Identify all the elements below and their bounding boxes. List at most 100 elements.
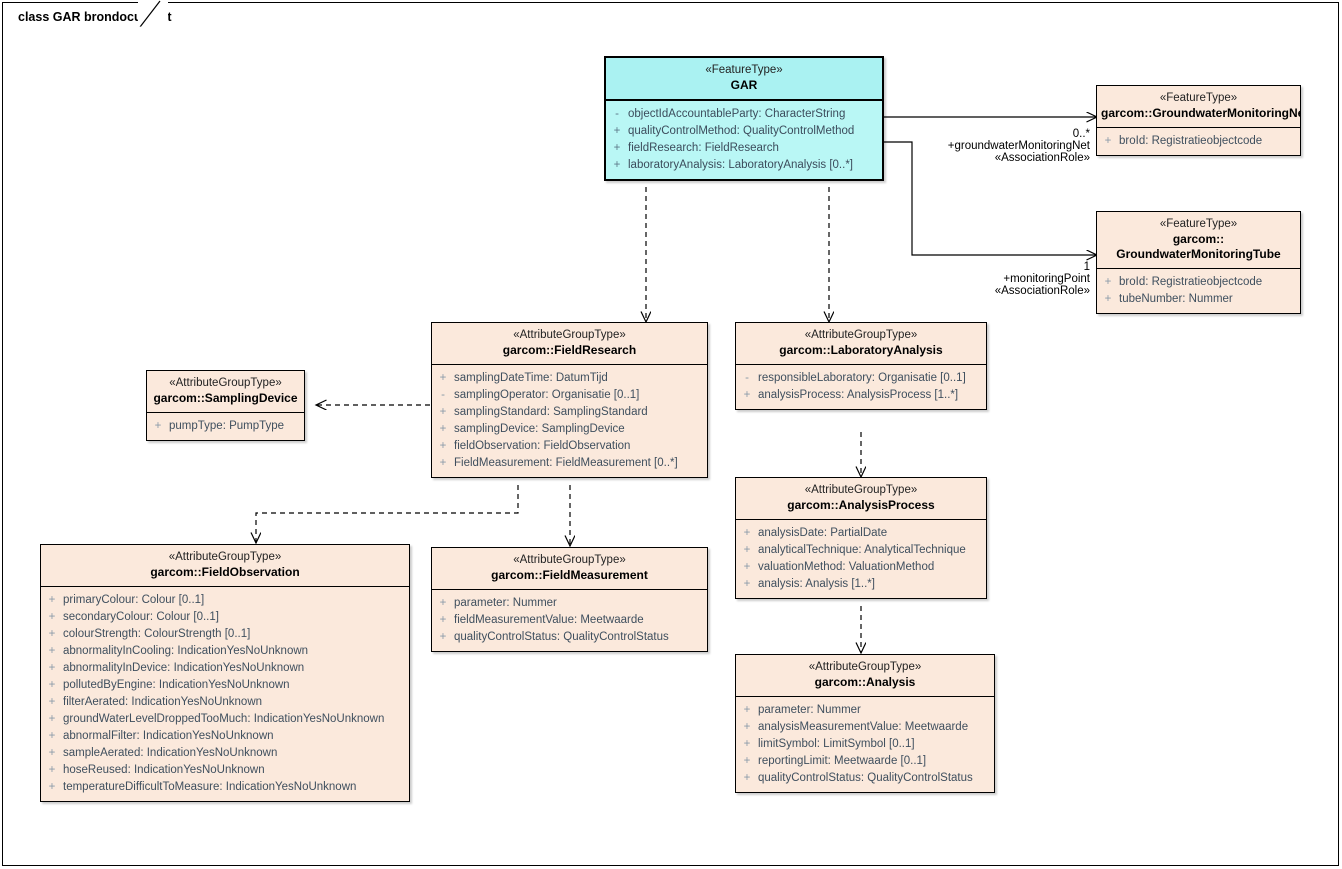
attribute-label: tubeNumber: Nummer [1119, 293, 1233, 306]
attribute-row: +samplingDevice: SamplingDevice [432, 421, 707, 438]
class-node-analysisprocess[interactable]: «AttributeGroupType» garcom::AnalysisPro… [735, 477, 987, 600]
attribute-row: +analysisDate: PartialDate [736, 525, 986, 542]
attribute-row: -objectIdAccountableParty: CharacterStri… [606, 106, 882, 123]
attribute-label: samplingOperator: Organisatie [0..1] [454, 389, 640, 402]
attribute-row: + analyticalTechnique: AnalyticalTechniqu… [736, 542, 986, 559]
node-header: «FeatureType» GAR [606, 58, 882, 102]
attribute-visibility: + [439, 457, 447, 470]
edge-multiplicity: 1 [1083, 261, 1090, 273]
attribute-visibility: + [48, 679, 56, 692]
attribute-row: +abnormalFilter: IndicationYesNoUnknown [41, 728, 409, 745]
attribute-label: responsibleLaboratory: Organisatie [0..1… [758, 372, 966, 385]
edge-label-groundwatermonitoringnet: 0..* +groundwaterMonitoringNet «Associat… [858, 128, 1090, 164]
attribute-visibility: + [613, 159, 621, 172]
node-title: garcom::FieldObservation [150, 564, 300, 579]
attribute-label: fieldObservation: FieldObservation [454, 440, 631, 453]
edge-stereotype: «AssociationRole» [994, 152, 1090, 164]
edge-role: +monitoringPoint [1003, 273, 1090, 285]
node-title: garcom::FieldResearch [502, 342, 637, 357]
node-attribute-list: -responsibleLaboratory: Organisatie [0..… [736, 365, 986, 409]
node-header: «AttributeGroupType» garcom::FieldMeasur… [432, 548, 707, 591]
attribute-visibility: + [439, 372, 447, 385]
attribute-visibility: - [441, 389, 445, 402]
attribute-row: +parameter: Nummer [432, 595, 707, 612]
attribute-label: pollutedByEngine: IndicationYesNoUnknown [63, 679, 290, 692]
attribute-label: abnormalityInDevice: IndicationYesNoUnkn… [63, 662, 305, 675]
attribute-label: FieldMeasurement: FieldMeasurement [0..*… [454, 457, 678, 470]
attribute-row: +qualityControlStatus: QualityControlSta… [736, 770, 994, 787]
class-node-gar[interactable]: «FeatureType» GAR -objectIdAccountablePa… [604, 56, 884, 182]
attribute-visibility: + [48, 713, 56, 726]
class-node-fieldmeasurement[interactable]: «AttributeGroupType» garcom::FieldMeasur… [431, 547, 708, 653]
node-attribute-list: +parameter: Nummer+fieldMeasurementValue… [432, 590, 707, 651]
attribute-row: +groundWaterLevelDroppedTooMuch: Indicat… [41, 711, 409, 728]
attribute-label: sampleAerated: IndicationYesNoUnknown [63, 747, 278, 760]
attribute-visibility: - [615, 108, 619, 121]
node-title: GAR [730, 77, 758, 92]
attribute-label: objectIdAccountableParty: CharacterStrin… [628, 108, 846, 121]
node-stereotype: «AttributeGroupType» [804, 329, 918, 341]
attribute-label: filterAerated: IndicationYesNoUnknown [63, 696, 263, 709]
node-attribute-list: +pumpType: PumpType [147, 413, 304, 440]
node-header: «AttributeGroupType» garcom::Analysis [736, 655, 994, 698]
class-node-samplingdevice[interactable]: «AttributeGroupType» garcom::SamplingDev… [146, 370, 305, 442]
attribute-row: +qualityControlMethod: QualityControlMet… [606, 123, 882, 140]
attribute-label: abnormalityInCooling: IndicationYesNoUnk… [63, 645, 309, 658]
class-node-fieldresearch[interactable]: «AttributeGroupType» garcom::FieldResear… [431, 322, 708, 479]
node-attribute-list: +primaryColour: Colour [0..1] + secondaryC… [41, 587, 409, 801]
attribute-row: + abnormalityInCooling: IndicationYesNoUn… [41, 643, 409, 660]
attribute-row: +samplingStandard: SamplingStandard [432, 404, 707, 421]
attribute-row: +analysis: Analysis [1..*] [736, 576, 986, 593]
attribute-row: +sampleAerated: IndicationYesNoUnknown [41, 745, 409, 762]
attribute-visibility: + [439, 631, 447, 644]
edge-label-monitoringpoint: 1 +monitoringPoint «AssociationRole» [858, 261, 1090, 297]
attribute-label: analysisProcess: AnalysisProcess [1..*] [758, 389, 959, 402]
attribute-row: +qualityControlStatus: QualityControlSta… [432, 629, 707, 646]
attribute-row: +parameter: Nummer [736, 702, 994, 719]
node-title: garcom::LaboratoryAnalysis [779, 342, 943, 357]
attribute-visibility: + [48, 781, 56, 794]
node-header: «AttributeGroupType» garcom::AnalysisPro… [736, 478, 986, 521]
edge-role: +groundwaterMonitoringNet [947, 140, 1090, 152]
edge-stereotype: «AssociationRole» [994, 285, 1090, 297]
attribute-label: laboratoryAnalysis: LaboratoryAnalysis [… [628, 159, 853, 172]
attribute-visibility: + [743, 527, 751, 540]
attribute-label: valuationMethod: ValuationMethod [758, 561, 935, 574]
attribute-visibility: + [743, 772, 751, 785]
attribute-visibility: + [48, 696, 56, 709]
attribute-visibility: + [1104, 293, 1112, 306]
attribute-row: +primaryColour: Colour [0..1] [41, 592, 409, 609]
attribute-visibility: + [48, 645, 56, 658]
attribute-visibility: + [743, 578, 751, 591]
node-attribute-list: -objectIdAccountableParty: CharacterStri… [606, 101, 882, 180]
class-node-analysis[interactable]: «AttributeGroupType» garcom::Analysis +p… [735, 654, 995, 794]
attribute-row: +valuationMethod: ValuationMethod [736, 559, 986, 576]
class-node-laboratoryanalysis[interactable]: «AttributeGroupType» garcom::LaboratoryA… [735, 322, 987, 411]
attribute-label: abnormalFilter: IndicationYesNoUnknown [63, 730, 274, 743]
attribute-row: +limitSymbol: LimitSymbol [0..1] [736, 736, 994, 753]
class-node-groundwatermonitoringnet[interactable]: «FeatureType» garcom::GroundwaterMonitor… [1096, 85, 1301, 157]
attribute-row: +colourStrength: ColourStrength [0..1] [41, 626, 409, 643]
attribute-label: secondaryColour: Colour [0..1] [63, 611, 219, 624]
attribute-row: +hoseReused: IndicationYesNoUnknown [41, 762, 409, 779]
attribute-row: +analysisMeasurementValue: Meetwaarde [736, 719, 994, 736]
diagram-title: class GAR brondocument [18, 9, 172, 24]
attribute-row: +fieldObservation: FieldObservation [432, 438, 707, 455]
node-title-line2: GroundwaterMonitoringTube [1116, 247, 1281, 262]
attribute-visibility: + [439, 597, 447, 610]
attribute-label: pumpType: PumpType [169, 420, 285, 433]
attribute-label: samplingStandard: SamplingStandard [454, 406, 648, 419]
class-node-fieldobservation[interactable]: «AttributeGroupType» garcom::FieldObserv… [40, 544, 410, 803]
node-stereotype: «AttributeGroupType» [168, 551, 282, 563]
attribute-visibility: + [48, 611, 56, 624]
attribute-visibility: + [743, 544, 751, 557]
node-header: «AttributeGroupType» garcom::FieldObserv… [41, 545, 409, 588]
class-node-groundwatermonitoringtube[interactable]: «FeatureType» garcom:: GroundwaterMonito… [1096, 211, 1301, 315]
attribute-label: broId: Registratieobjectcode [1119, 135, 1263, 148]
attribute-visibility: + [613, 125, 621, 138]
attribute-row: +reportingLimit: Meetwaarde [0..1] [736, 753, 994, 770]
attribute-label: limitSymbol: LimitSymbol [0..1] [758, 738, 915, 751]
node-stereotype: «AttributeGroupType» [804, 484, 918, 496]
node-header: «AttributeGroupType» garcom::FieldResear… [432, 323, 707, 366]
attribute-label: analyticalTechnique: AnalyticalTechnique [758, 544, 966, 557]
